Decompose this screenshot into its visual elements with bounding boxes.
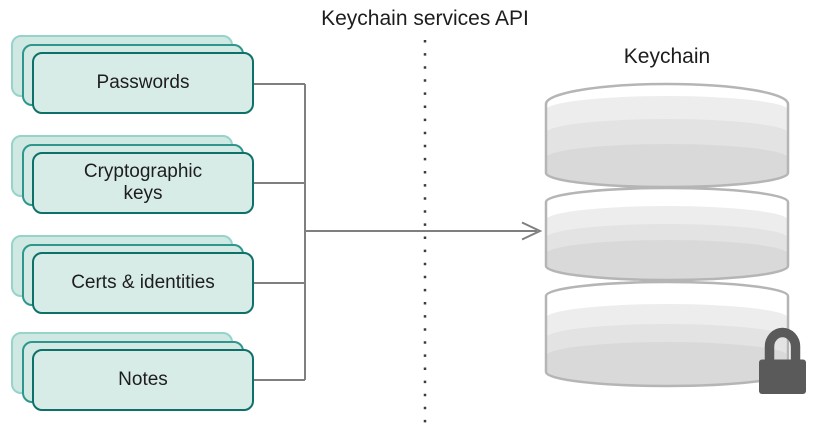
keychain-label: Keychain bbox=[623, 45, 711, 68]
card-front-passwords: Passwords bbox=[32, 52, 254, 114]
api-boundary-label: Keychain services API bbox=[321, 7, 529, 30]
card-stack-cryptographic-keys: Cryptographic keys bbox=[11, 135, 256, 216]
card-front-notes: Notes bbox=[32, 349, 254, 411]
card-label: Passwords bbox=[96, 72, 190, 94]
lock-shackle bbox=[764, 327, 801, 362]
card-stack-passwords: Passwords bbox=[11, 35, 256, 116]
card-front-cryptographic-keys: Cryptographic keys bbox=[32, 152, 254, 214]
card-stack-notes: Notes bbox=[11, 332, 256, 413]
card-front-certs-identities: Certs & identities bbox=[32, 252, 254, 314]
card-label: Notes bbox=[118, 369, 168, 391]
keychain-database-icon bbox=[544, 82, 790, 388]
database-disk-bottom bbox=[544, 280, 790, 388]
card-stack-certs-identities: Certs & identities bbox=[11, 235, 256, 316]
database-disk-middle bbox=[544, 186, 790, 282]
database-disk-top bbox=[544, 82, 790, 189]
lock-body bbox=[759, 359, 806, 394]
card-label: Cryptographic keys bbox=[83, 161, 203, 204]
arrow-head-icon bbox=[521, 221, 543, 241]
lock-icon bbox=[759, 327, 806, 394]
connector-lines bbox=[254, 83, 543, 381]
card-label: Certs & identities bbox=[71, 272, 215, 294]
